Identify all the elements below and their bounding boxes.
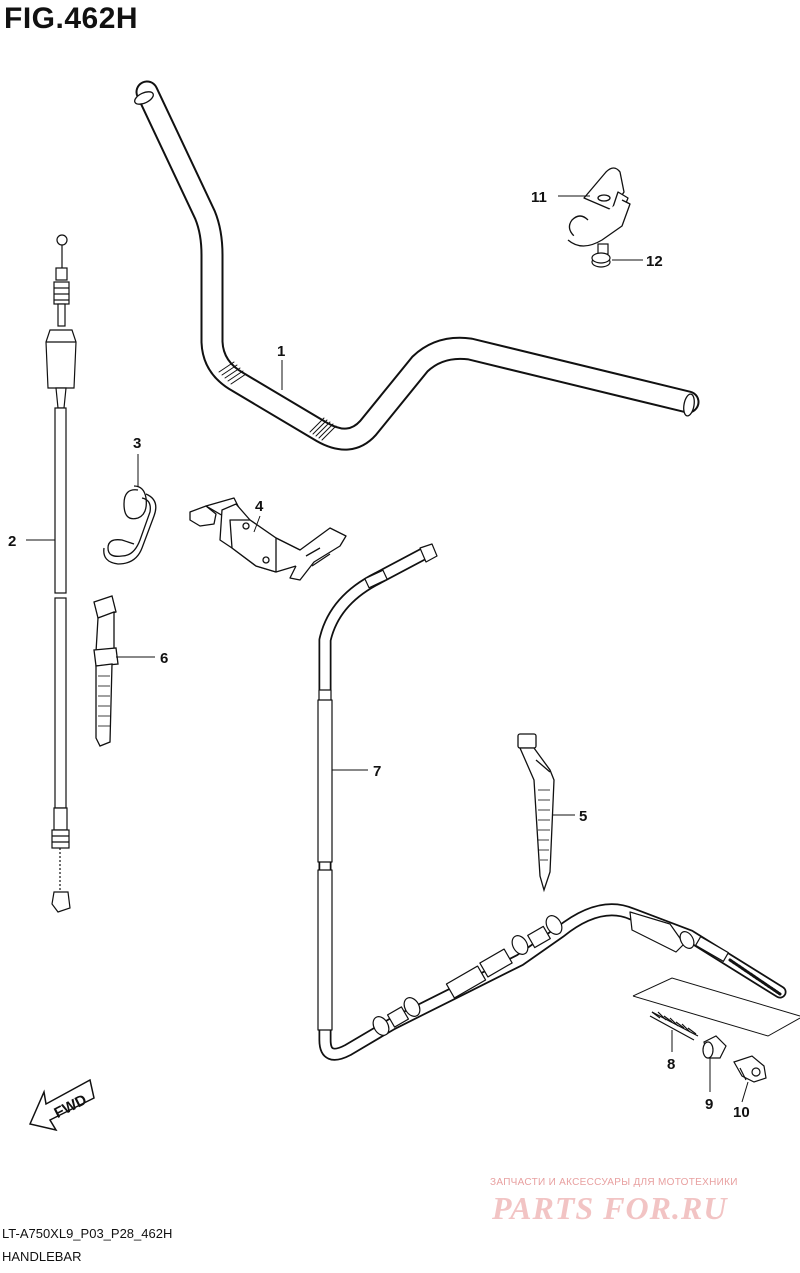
callout-8: 8 [667,1056,675,1073]
callout-12: 12 [646,253,663,270]
callout-1: 1 [277,343,285,360]
cable-holder-part[interactable] [567,167,631,247]
cable-end-part[interactable] [702,1035,727,1059]
watermark-tagline: ЗАПЧАСТИ И АКСЕССУАРЫ ДЛЯ МОТОТЕХНИКИ [490,1177,738,1188]
leader-lines [26,195,749,1103]
handlebar-knurl-right [309,417,337,441]
bolt-part[interactable] [591,243,611,268]
brake-cable-part[interactable] [317,543,787,1061]
adjuster-nut-part[interactable] [733,1055,767,1083]
cable-tie-right-part[interactable] [517,733,555,893]
callout-numbers: 1 2 3 4 5 6 7 8 9 10 11 12 [8,189,750,1121]
callout-3: 3 [133,435,141,452]
watermark-logo: PARTS FOR.RU [492,1190,728,1226]
handlebar-bracket-part[interactable] [189,497,347,581]
throttle-cable-part[interactable] [45,234,77,913]
cable-tie-left-part[interactable] [93,595,119,747]
handlebar-knurl-left [218,361,247,385]
callout-11: 11 [531,189,547,206]
callout-10: 10 [733,1104,750,1121]
spring-part[interactable] [649,1011,699,1041]
callout-2: 2 [8,533,16,550]
figure-caption: HANDLEBAR [2,1249,82,1264]
callout-6: 6 [160,650,168,667]
callout-9: 9 [705,1096,713,1113]
figure-code: LT-A750XL9_P03_P28_462H [2,1226,173,1241]
callout-7: 7 [373,763,381,780]
adjuster-parts-box [632,977,800,1037]
callout-4: 4 [255,498,264,515]
callout-5: 5 [579,808,587,825]
handlebar-part[interactable] [133,80,700,451]
figure-title: FIG.462H [4,2,139,35]
cable-clip-part[interactable] [103,485,157,565]
fwd-arrow-icon: FWD [28,1078,95,1132]
